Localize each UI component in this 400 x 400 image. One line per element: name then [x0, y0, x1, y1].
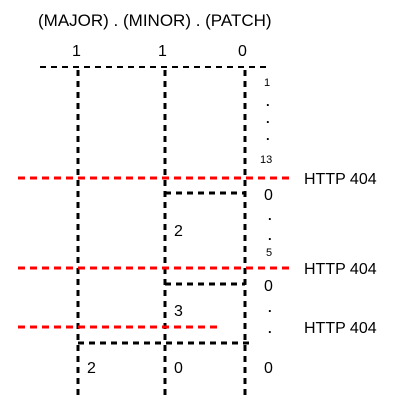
minor-step-1-minor: 2 [174, 223, 183, 240]
minor-step-2-minor: 3 [174, 303, 183, 320]
ellipsis-dot: . [266, 111, 270, 126]
ellipsis-dot: . [268, 300, 272, 315]
patch-seq1-start: 1 [264, 77, 270, 89]
header-minor: 1 [158, 43, 167, 60]
header-patch: 0 [238, 43, 247, 60]
minor-step-1-patch-end: 5 [266, 247, 272, 259]
header-format: (MAJOR) . (MINOR) . (PATCH) [38, 11, 272, 30]
final-major: 2 [87, 360, 96, 377]
http-label-1: HTTP 404 [304, 171, 377, 188]
ellipsis-dot: . [266, 128, 270, 143]
minor-step-2-patch-start: 0 [264, 278, 273, 295]
ellipsis-dot: . [268, 208, 272, 223]
http-label-3: HTTP 404 [304, 320, 377, 337]
final-minor: 0 [174, 360, 183, 377]
final-patch: 0 [264, 360, 273, 377]
minor-step-1-patch-start: 0 [264, 187, 273, 204]
ellipsis-dot: . [266, 94, 270, 109]
ellipsis-dot: . [268, 321, 272, 336]
patch-seq1-end: 13 [260, 154, 272, 166]
ellipsis-dot: . [268, 228, 272, 243]
header-major: 1 [72, 43, 81, 60]
http-label-2: HTTP 404 [304, 261, 377, 278]
